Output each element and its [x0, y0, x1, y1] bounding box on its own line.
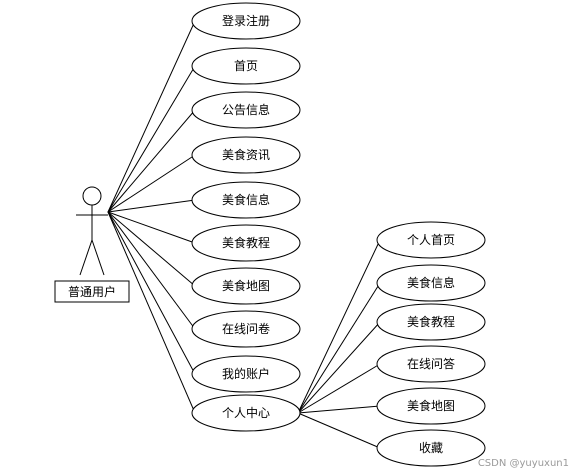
- edge-center-c-map: [297, 405, 381, 414]
- sub-use-case-c-food-label: 美食信息: [407, 275, 455, 290]
- use-case-account-label: 我的账户: [222, 366, 270, 381]
- use-case-center-shape: [191, 394, 301, 432]
- use-case-news-label: 美食资讯: [222, 147, 270, 162]
- use-case-map: 美食地图: [191, 267, 301, 305]
- edge-actor-notice: [107, 109, 196, 213]
- use-case-tutorial-shape: [191, 224, 301, 262]
- sub-use-case-c-map-label: 美食地图: [407, 398, 455, 413]
- use-case-food: 美食信息: [191, 181, 301, 219]
- sub-use-case-c-qa: 在线问答: [376, 345, 486, 383]
- edge-actor-account: [107, 211, 196, 375]
- use-case-news-shape: [191, 136, 301, 174]
- sub-use-case-c-tutorial: 美食教程: [376, 303, 486, 341]
- edge-actor-map: [107, 211, 196, 287]
- edge-center-c-fav: [297, 412, 381, 449]
- use-case-food-shape: [191, 181, 301, 219]
- sub-use-case-c-qa-label: 在线问答: [407, 356, 455, 371]
- use-case-map-label: 美食地图: [222, 278, 270, 293]
- edge-actor-tutorial: [107, 211, 196, 244]
- sub-use-case-c-fav-shape: [376, 429, 486, 467]
- use-case-home-label: 首页: [234, 59, 258, 73]
- actor: 普通用户: [54, 186, 130, 303]
- watermark: CSDN @yuyuxun1: [477, 458, 569, 469]
- edge-actor-survey: [107, 211, 196, 330]
- use-case-map-shape: [191, 267, 301, 305]
- edge-center-c-food: [297, 282, 381, 414]
- use-case-home: 首页: [191, 47, 301, 85]
- actor-label-box: [54, 280, 130, 303]
- actor-head: [82, 186, 102, 206]
- use-case-news: 美食资讯: [191, 136, 301, 174]
- edge-center-c-home: [297, 239, 381, 414]
- edge-center-c-tutorial: [297, 321, 381, 414]
- use-case-center-label: 个人中心: [222, 405, 270, 420]
- edge-actor-login: [107, 20, 196, 213]
- use-case-survey-label: 在线问卷: [222, 321, 270, 336]
- sub-use-case-c-home: 个人首页: [376, 221, 486, 259]
- use-case-home-shape: [191, 47, 301, 85]
- edge-center-c-qa: [297, 363, 381, 414]
- use-case-account-shape: [191, 355, 301, 393]
- actor-label: 普通用户: [68, 284, 116, 299]
- use-case-tutorial-label: 美食教程: [222, 235, 270, 250]
- sub-use-case-c-home-shape: [376, 221, 486, 259]
- sub-use-case-c-fav-label: 收藏: [419, 441, 443, 455]
- use-case-account: 我的账户: [191, 355, 301, 393]
- sub-use-case-c-tutorial-label: 美食教程: [407, 314, 455, 329]
- use-case-notice-shape: [191, 91, 301, 129]
- use-case-login-label: 登录注册: [222, 13, 270, 28]
- use-case-survey: 在线问卷: [191, 310, 301, 348]
- use-case-center: 个人中心: [191, 394, 301, 432]
- use-case-survey-shape: [191, 310, 301, 348]
- edge-actor-center: [107, 211, 196, 414]
- use-case-notice: 公告信息: [191, 91, 301, 129]
- actor-left-leg: [79, 239, 93, 276]
- edge-actor-home: [107, 65, 196, 213]
- sub-use-case-c-map-shape: [376, 387, 486, 425]
- actor-right-leg: [91, 239, 105, 276]
- sub-use-case-c-map: 美食地图: [376, 387, 486, 425]
- use-case-login: 登录注册: [191, 2, 301, 40]
- sub-use-case-c-fav: 收藏: [376, 429, 486, 467]
- sub-use-case-c-tutorial-shape: [376, 303, 486, 341]
- association-lines: [107, 20, 381, 449]
- sub-use-case-c-food-shape: [376, 264, 486, 302]
- sub-use-case-c-food: 美食信息: [376, 264, 486, 302]
- use-case-notice-label: 公告信息: [222, 102, 270, 117]
- use-case-login-shape: [191, 2, 301, 40]
- edge-actor-news: [107, 154, 196, 213]
- sub-use-case-c-home-label: 个人首页: [407, 233, 455, 247]
- edge-actor-food: [107, 199, 196, 213]
- use-case-tutorial: 美食教程: [191, 224, 301, 262]
- sub-use-case-c-qa-shape: [376, 345, 486, 383]
- use-case-food-label: 美食信息: [222, 192, 270, 207]
